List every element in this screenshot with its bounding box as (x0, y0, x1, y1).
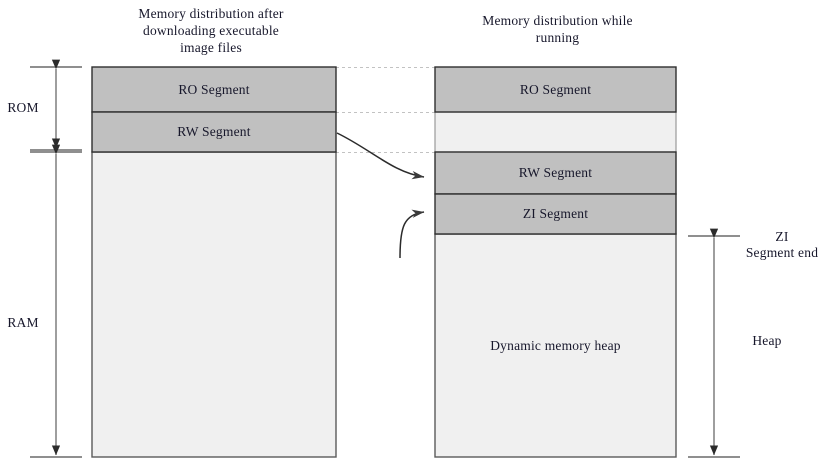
heap-bracket-label: Heap (727, 333, 807, 349)
left-title-line-3: image files (180, 40, 242, 55)
left-title-line-2: downloading executable (143, 23, 279, 38)
zi-create-arrow (399, 209, 425, 259)
zi-segment-end-line-1: ZI (775, 229, 789, 244)
left-free-region (91, 151, 337, 458)
right-panel-title: Memory distribution while running (440, 12, 675, 46)
right-ro-segment-box (434, 66, 677, 113)
heap-bracket (688, 228, 740, 458)
rom-bracket-text: ROM (7, 100, 39, 115)
right-title-line-2: running (535, 30, 580, 45)
left-ro-segment-box (91, 66, 337, 113)
correspondence-guides (336, 67, 435, 153)
zi-segment-end-line-2: Segment end (745, 245, 819, 260)
transfer-arrows (336, 132, 425, 259)
heap-bracket-text: Heap (752, 333, 782, 348)
ram-bracket-text: RAM (7, 315, 39, 330)
left-memory-column (91, 66, 337, 458)
rom-bracket-label: ROM (0, 100, 46, 116)
right-memory-column (434, 66, 677, 458)
rom-ram-brackets (30, 59, 82, 458)
zi-segment-end-label: ZI Segment end (735, 229, 829, 261)
right-heap-region (434, 233, 677, 458)
left-title-line-1: Memory distribution after (138, 6, 284, 21)
ram-bracket-label: RAM (0, 315, 46, 331)
right-gap-region (434, 111, 677, 153)
right-zi-segment-box (434, 193, 677, 235)
rw-copy-arrow (336, 132, 425, 180)
right-rw-segment-box (434, 151, 677, 195)
left-panel-title: Memory distribution after downloading ex… (96, 5, 326, 56)
right-title-line-1: Memory distribution while (482, 13, 633, 28)
left-rw-segment-box (91, 111, 337, 153)
